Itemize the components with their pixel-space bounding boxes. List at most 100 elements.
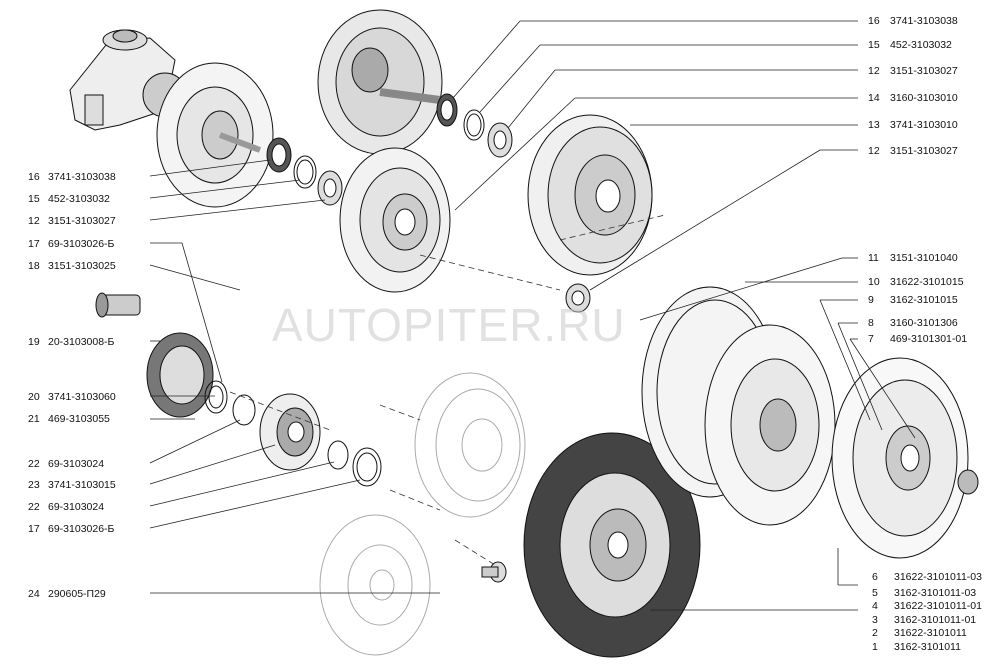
callout-number: 20	[28, 391, 40, 403]
callout-label-24: 24 290605-П29	[28, 588, 106, 600]
callout-label-22: 22 69-3103024	[28, 501, 104, 513]
callout-label-3: 3 3162-3101011-01	[872, 614, 976, 626]
part-number: 20-3103008-Б	[48, 336, 115, 348]
part-number: 452-3103032	[890, 39, 952, 51]
callout-number: 10	[868, 276, 880, 288]
part-number: 452-3103032	[48, 193, 110, 205]
wheel-rim-middle	[704, 324, 836, 526]
callout-number: 6	[872, 571, 878, 583]
callout-label-18: 18 3151-3103025	[28, 260, 116, 272]
wheel-stud	[95, 292, 141, 318]
wheel-rim-front	[831, 357, 969, 559]
part-number: 3162-3101011-03	[894, 587, 977, 599]
part-number: 3151-3103025	[48, 260, 116, 272]
callout-label-10: 10 31622-3101015	[868, 276, 964, 288]
callout-number: 24	[28, 588, 40, 600]
callout-label-14: 14 3160-3103010	[868, 92, 958, 104]
callout-number: 17	[28, 238, 40, 250]
callout-number: 7	[868, 333, 874, 345]
callout-label-19: 19 20-3103008-Б	[28, 336, 114, 348]
part-number: 3741-3103038	[48, 171, 116, 183]
brake-disc	[339, 147, 451, 293]
callout-label-8: 8 3160-3101306	[868, 317, 958, 329]
callout-number: 12	[28, 215, 40, 227]
watermark: AUTOPITER.RU	[272, 299, 626, 351]
part-number: 69-3103026-Б	[48, 523, 115, 535]
bearing-12-left	[317, 170, 343, 206]
brake-drum	[527, 114, 653, 276]
part-number: 3151-3103027	[890, 65, 958, 77]
callout-number: 11	[868, 252, 879, 264]
callout-number: 22	[28, 458, 40, 470]
callout-number: 4	[872, 600, 878, 612]
callout-label-9: 9 3162-3101015	[868, 294, 958, 306]
callout-label-2: 2 31622-3101011	[872, 627, 967, 639]
part-number: 3160-3101306	[890, 317, 958, 329]
part-number: 31622-3101011-01	[894, 600, 982, 612]
part-number: 3741-3103015	[48, 479, 116, 491]
part-number: 31622-3101011-03	[894, 571, 982, 583]
hub-23	[259, 393, 321, 471]
leader-lines	[149, 20, 916, 611]
ghost-disc	[319, 514, 431, 656]
callout-label-5: 5 3162-3101011-03	[872, 587, 976, 599]
part-number: 3151-3103027	[48, 215, 116, 227]
part-number: 469-3103055	[48, 413, 110, 425]
ghost-drum	[414, 372, 526, 518]
callout-number: 9	[868, 294, 874, 306]
ring-15-right	[463, 109, 485, 141]
callout-number: 1	[872, 641, 878, 653]
callout-number: 19	[28, 336, 40, 348]
callout-label-4: 4 31622-3101011-01	[872, 600, 982, 612]
callout-label-16: 16 3741-3103038	[868, 15, 958, 27]
callout-number: 14	[868, 92, 880, 104]
callout-label-6: 6 31622-3101011-03	[872, 571, 982, 583]
callout-label-15: 15 452-3103032	[868, 39, 952, 51]
callout-number: 12	[868, 145, 880, 157]
part-number: 3160-3103010	[890, 92, 958, 104]
ring-17	[352, 447, 382, 487]
part-number: 3151-3101040	[890, 252, 958, 264]
callout-label-15: 15 452-3103032	[28, 193, 110, 205]
callout-number: 16	[868, 15, 880, 27]
callout-number: 22	[28, 501, 40, 513]
callout-label-12: 12 3151-3103027	[868, 65, 958, 77]
part-number: 69-3103024	[48, 501, 105, 513]
callout-label-21: 21 469-3103055	[28, 413, 110, 425]
callout-number: 15	[868, 39, 880, 51]
tire	[523, 432, 701, 658]
part-number: 3162-3101015	[890, 294, 958, 306]
callout-label-23: 23 3741-3103015	[28, 479, 116, 491]
callout-number: 3	[872, 614, 878, 626]
bolt-24	[481, 561, 507, 583]
callout-number: 18	[28, 260, 40, 272]
part-number: 31622-3101015	[890, 276, 964, 288]
callout-number: 5	[872, 587, 878, 599]
part-number: 31622-3101011	[894, 627, 967, 639]
callout-number: 21	[28, 413, 40, 425]
ring-20	[204, 380, 228, 414]
snap-ring-22-a	[232, 394, 256, 426]
part-number: 3741-3103038	[890, 15, 958, 27]
callout-number: 12	[868, 65, 880, 77]
snap-ring-22-b	[327, 440, 349, 470]
part-number: 3162-3101011-01	[894, 614, 977, 626]
bearing-12-right	[487, 122, 513, 158]
callout-number: 8	[868, 317, 874, 329]
part-number: 3741-3103010	[890, 119, 958, 131]
callout-number: 23	[28, 479, 40, 491]
part-number: 290605-П29	[48, 588, 106, 600]
callout-number: 2	[872, 627, 878, 639]
bearing-12-drum	[565, 283, 591, 313]
callout-number: 15	[28, 193, 40, 205]
callout-label-12: 12 3151-3103027	[28, 215, 116, 227]
